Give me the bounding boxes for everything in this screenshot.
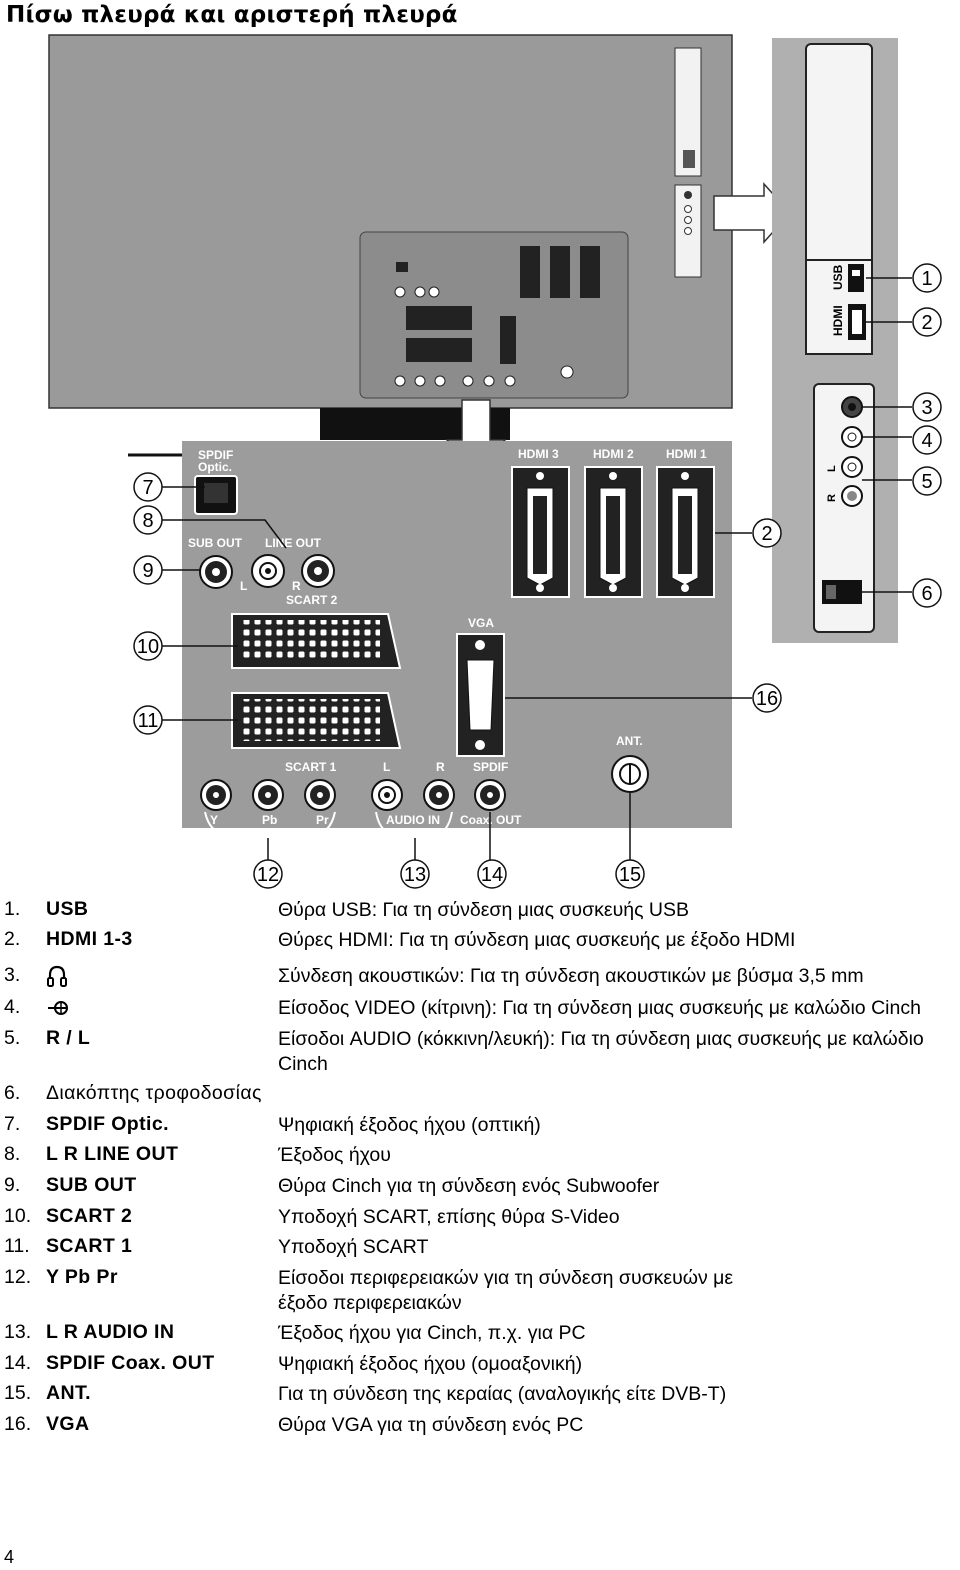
label-spdif-optic-1: SPDIF [198,448,233,462]
svg-text:3: 3 [921,397,932,419]
scart2-socket [231,613,402,669]
callout-5: 5 [912,466,942,496]
callout-15: 15 [615,859,645,889]
svg-text:7: 7 [142,477,153,499]
svg-text:6: 6 [921,583,932,605]
svg-text:13: 13 [404,864,426,886]
label-pb: Pb [262,813,277,827]
page-title: Πίσω πλευρά και αριστερή πλευρά [6,2,458,28]
svg-text:8: 8 [142,510,153,532]
label-scart2: SCART 2 [286,593,338,607]
label-side-l: L [826,465,838,472]
label-scart1: SCART 1 [285,760,337,774]
svg-text:5: 5 [921,471,932,493]
tv-back-overview [48,34,733,440]
hdmi2-port [584,466,643,598]
audio-in-r-jack [423,779,455,811]
power-switch [822,580,862,604]
side-panel-detail: USB HDMI L R [772,38,898,643]
svg-text:2: 2 [921,312,932,334]
callout-11: 11 [133,705,163,735]
callout-7: 7 [133,472,163,502]
svg-text:12: 12 [257,864,279,886]
hdmi3-port [511,466,570,598]
svg-text:1: 1 [921,268,932,290]
video-in-icon [48,1000,68,1015]
callout-12: 12 [253,859,283,889]
label-hdmi1: HDMI 1 [666,447,707,461]
audio-l-jack [841,456,863,478]
callout-4: 4 [912,425,942,455]
video-in-jack [841,426,863,448]
vga-port [456,633,505,757]
label-audio-in-r: R [436,760,445,774]
audio-r-jack [841,485,863,507]
callout-14: 14 [477,859,507,889]
label-audio-in: AUDIO IN [386,813,440,827]
label-vga: VGA [468,616,494,630]
label-hdmi2: HDMI 2 [593,447,634,461]
label-r: R [292,579,301,593]
pb-jack [252,779,284,811]
callouts: 1 2 3 4 5 6 7 8 9 10 11 2 16 12 13 14 15 [133,263,942,889]
connector-diagram: SPDIF Optic. SUB OUT LINE OUT L R SCART … [48,34,942,889]
antenna-port [611,755,649,793]
label-spdif-optic-2: Optic. [198,460,232,474]
label-usb: USB [831,264,845,290]
label-ant: ANT. [616,734,643,748]
label-sub-out: SUB OUT [188,536,243,550]
pr-jack [304,779,336,811]
callout-16: 16 [752,683,782,713]
hdmi1-port [656,466,715,598]
scart1-socket [231,692,402,749]
svg-text:4: 4 [921,430,932,452]
svg-text:11: 11 [138,710,159,732]
label-audio-in-l: L [383,760,390,774]
headphone-jack [841,396,863,418]
callout-2b: 2 [752,518,782,548]
spdif-coax-jack [474,779,506,811]
callout-10: 10 [133,631,163,661]
label-line-out: LINE OUT [265,536,322,550]
label-l: L [240,579,247,593]
usb-port [848,264,864,292]
audio-in-l-jack [371,779,403,811]
callout-9: 9 [133,555,163,585]
svg-text:15: 15 [619,864,641,886]
sub-out-jack [199,555,233,589]
label-y: Y [210,813,218,827]
svg-text:14: 14 [481,864,503,886]
svg-text:2: 2 [761,523,772,545]
callout-13: 13 [400,859,430,889]
callout-8: 8 [133,505,163,535]
callout-6: 6 [912,578,942,608]
back-panel-detail: SPDIF Optic. SUB OUT LINE OUT L R SCART … [128,441,732,836]
svg-text:9: 9 [142,560,153,582]
callout-2: 2 [912,307,942,337]
line-out-r-jack [301,554,335,588]
callout-1: 1 [912,263,942,293]
headphones-icon [47,965,67,987]
label-spdif: SPDIF [473,760,508,774]
label-coax-out: Coax. OUT [460,813,522,827]
label-pr: Pr [316,813,329,827]
svg-text:10: 10 [137,636,159,658]
label-hdmi: HDMI [831,305,845,336]
callout-3: 3 [912,392,942,422]
label-hdmi3: HDMI 3 [518,447,559,461]
svg-text:16: 16 [756,688,778,710]
callout-lines [160,277,912,860]
label-side-r: R [826,494,838,502]
y-jack [200,779,232,811]
page-number: 4 [4,1547,15,1567]
line-out-l-jack [251,554,285,588]
